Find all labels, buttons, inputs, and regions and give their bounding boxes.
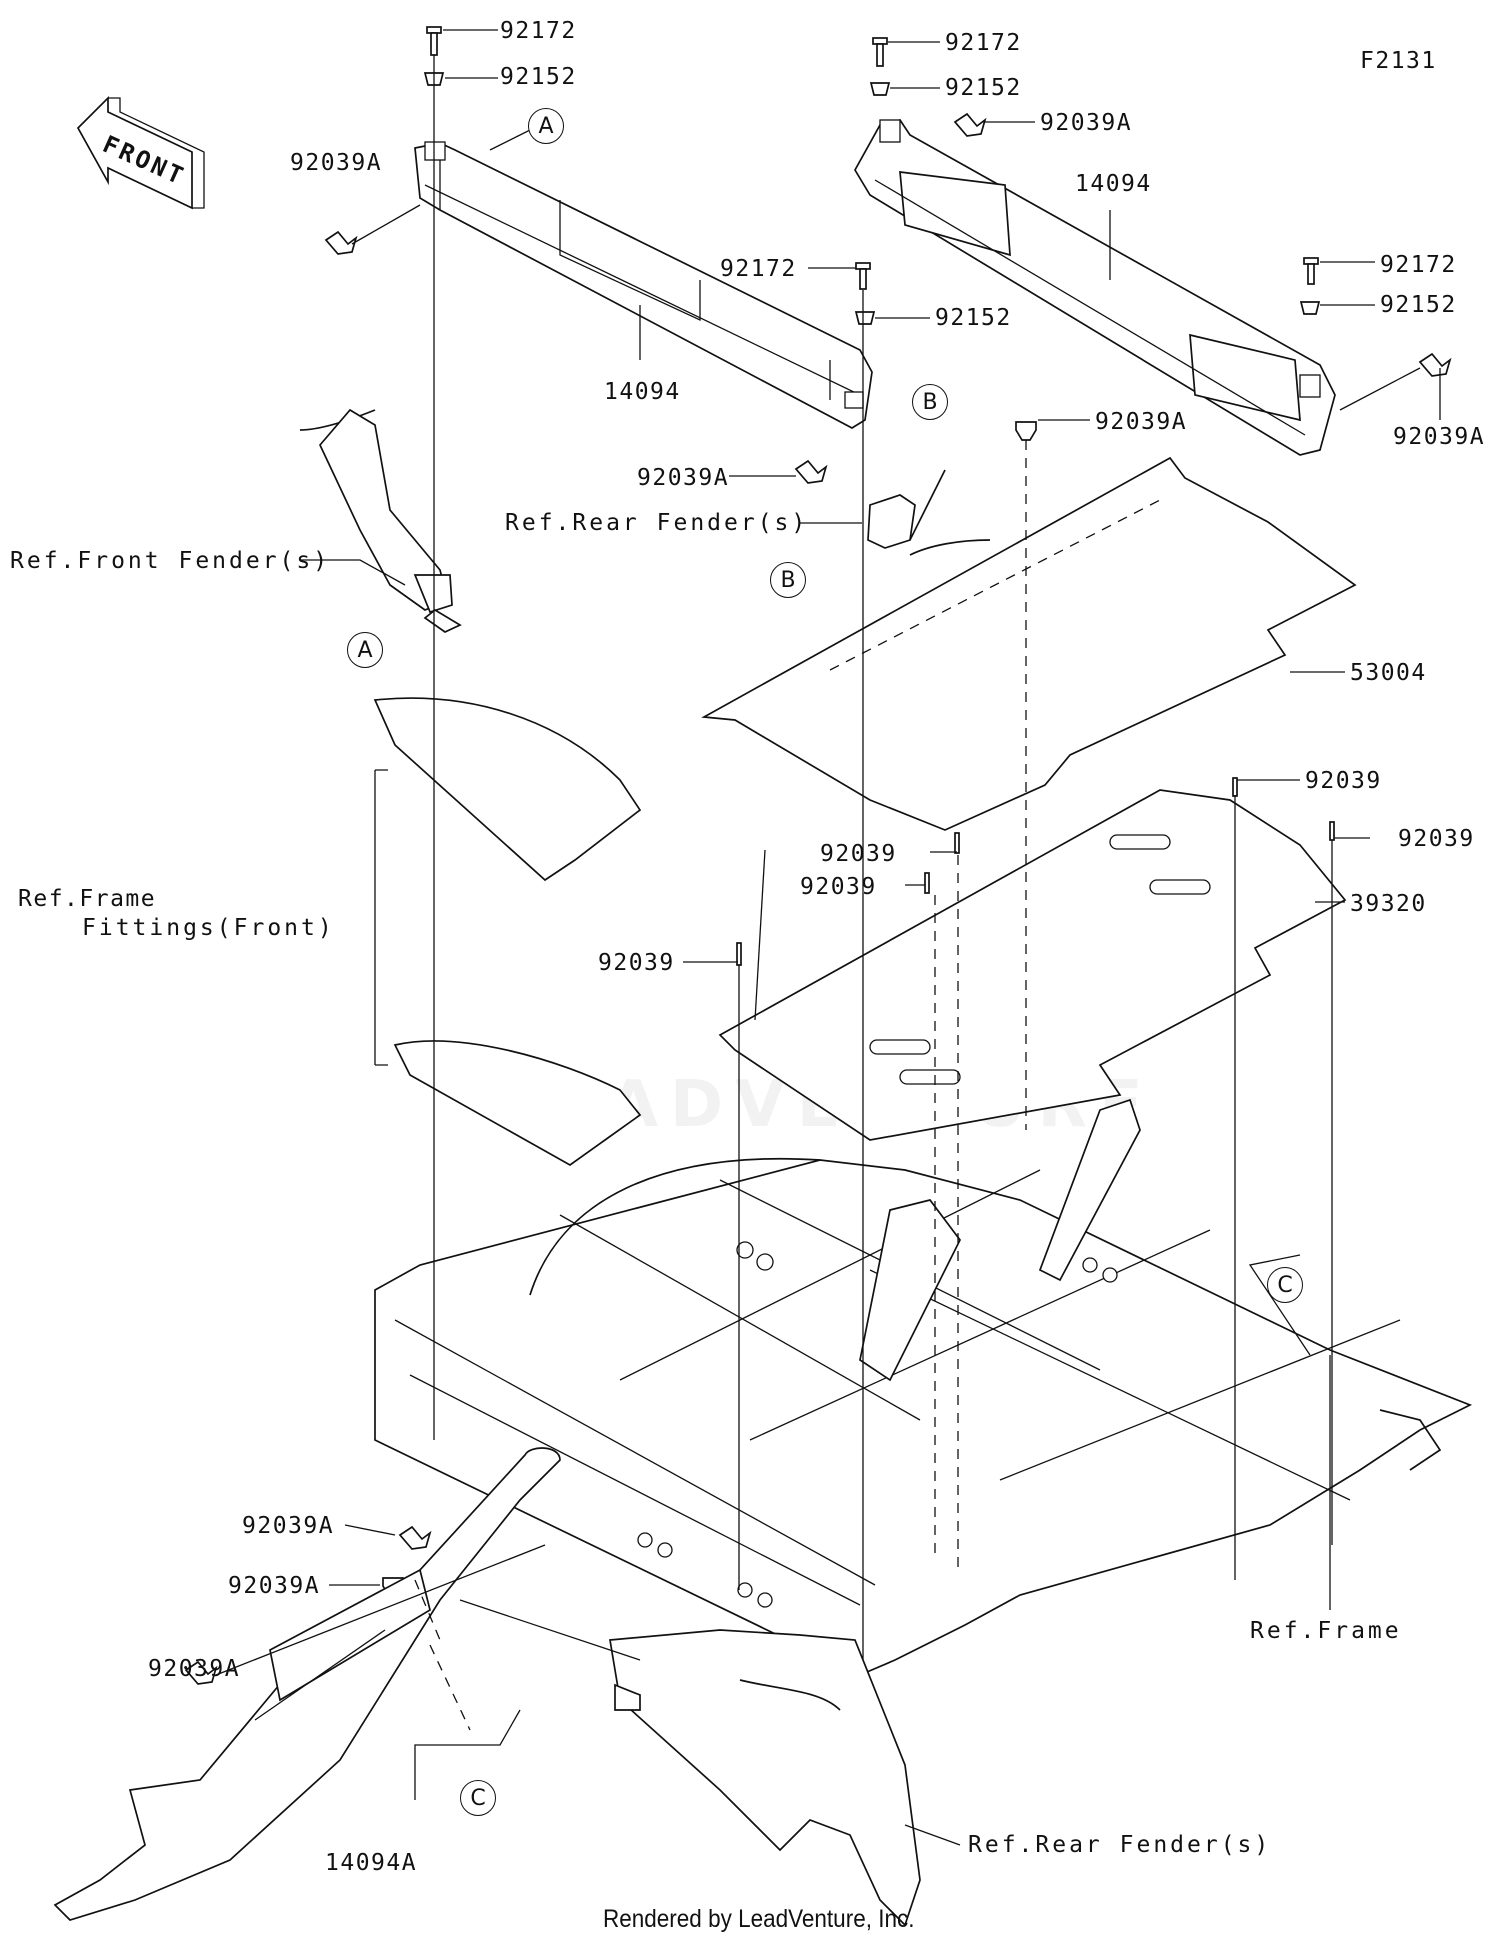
callout-b-upper: B bbox=[912, 384, 948, 420]
label-92039a-b: 92039A bbox=[1040, 110, 1133, 136]
label-92039a-d: 92039A bbox=[1095, 409, 1188, 435]
label-ref-rear-fender-lower: Ref.Rear Fender(s) bbox=[968, 1832, 1272, 1858]
footer-credit: Rendered by LeadVenture, Inc. bbox=[603, 1905, 915, 1933]
label-92172-c: 92172 bbox=[945, 30, 1022, 56]
label-92172-a: 92172 bbox=[500, 18, 577, 44]
callout-b-lower: B bbox=[770, 562, 806, 598]
rail-14094-right bbox=[854, 119, 1336, 456]
callout-c-lower: C bbox=[460, 1780, 496, 1816]
label-ref-frame-fittings-line1: Ref.Frame bbox=[18, 886, 157, 912]
frame-fittings-front bbox=[373, 697, 642, 1167]
callout-c-right: C bbox=[1267, 1267, 1303, 1303]
label-92039-a: 92039 bbox=[1305, 768, 1382, 794]
under-plate-39320 bbox=[718, 789, 1347, 1141]
label-14094-a: 14094 bbox=[604, 379, 681, 405]
label-92039a-g: 92039A bbox=[228, 1573, 321, 1599]
label-14094a: 14094A bbox=[325, 1850, 418, 1876]
label-ref-front-fender: Ref.Front Fender(s) bbox=[10, 548, 331, 574]
label-92039-e: 92039 bbox=[598, 950, 675, 976]
leader-lines bbox=[215, 29, 1441, 1846]
label-39320: 39320 bbox=[1350, 891, 1427, 917]
front-arrow-icon bbox=[76, 95, 205, 210]
label-ref-frame: Ref.Frame bbox=[1250, 1618, 1402, 1644]
label-53004: 53004 bbox=[1350, 660, 1427, 686]
label-14094-b: 14094 bbox=[1075, 171, 1152, 197]
label-ref-rear-fender-upper: Ref.Rear Fender(s) bbox=[505, 510, 809, 536]
callout-a-upper: A bbox=[528, 108, 564, 144]
label-92152-d: 92152 bbox=[1380, 292, 1457, 318]
rear-fender-ref-upper bbox=[867, 469, 991, 556]
assembly-lines bbox=[414, 55, 1333, 1731]
label-92039-c: 92039 bbox=[820, 841, 897, 867]
front-fender-ref bbox=[299, 408, 462, 633]
label-92172-b: 92172 bbox=[720, 256, 797, 282]
rail-14094-left bbox=[414, 141, 873, 429]
rear-fender-ref-lower bbox=[609, 1629, 921, 1927]
label-92039-d: 92039 bbox=[800, 874, 877, 900]
diagram-code: F2131 bbox=[1360, 48, 1437, 74]
guard-14094a bbox=[53, 1447, 561, 1921]
floor-mat-53004 bbox=[701, 456, 1357, 831]
label-92039a-c: 92039A bbox=[1393, 424, 1486, 450]
label-92039-b: 92039 bbox=[1398, 826, 1475, 852]
label-ref-frame-fittings-line2: Fittings(Front) bbox=[82, 915, 335, 941]
vehicle-frame bbox=[374, 1098, 1473, 1676]
label-92039a-f: 92039A bbox=[242, 1513, 335, 1539]
label-92039a-a: 92039A bbox=[290, 150, 383, 176]
label-92152-a: 92152 bbox=[500, 64, 577, 90]
label-92152-c: 92152 bbox=[945, 75, 1022, 101]
washer-icon bbox=[423, 72, 1321, 325]
label-92039a-e: 92039A bbox=[637, 465, 730, 491]
label-92039a-h: 92039A bbox=[148, 1656, 241, 1682]
label-92172-d: 92172 bbox=[1380, 252, 1457, 278]
callout-a-lower: A bbox=[347, 632, 383, 668]
label-92152-b: 92152 bbox=[935, 305, 1012, 331]
